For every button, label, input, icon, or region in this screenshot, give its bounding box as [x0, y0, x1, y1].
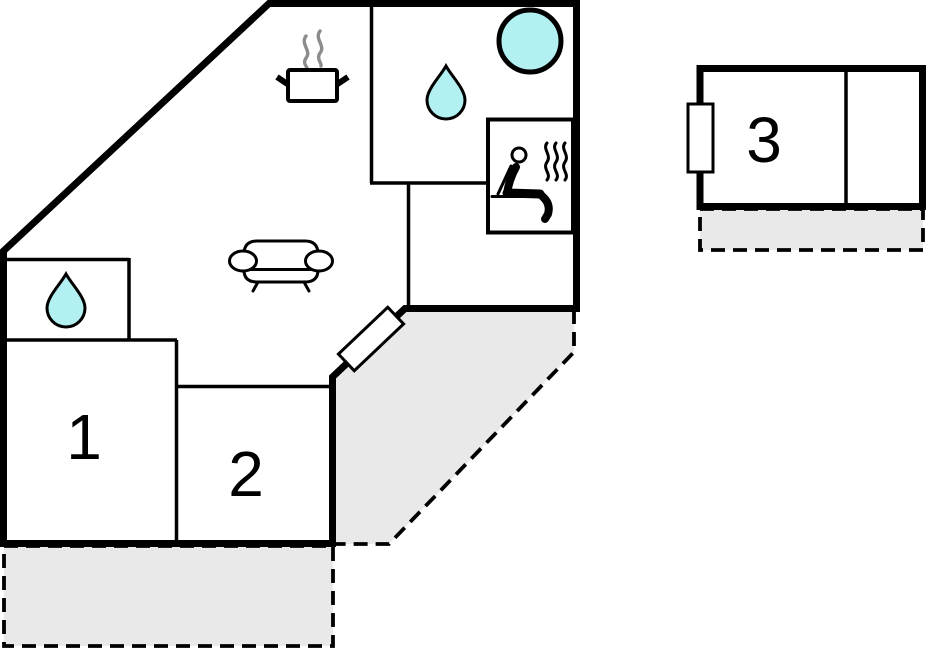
steam-icon: [316, 29, 324, 68]
sauna-room-box: [486, 117, 575, 235]
sauna-icon: [490, 141, 568, 223]
sofa-leg-right: [302, 280, 311, 293]
sauna-person-leg: [538, 192, 553, 223]
sauna-person-thigh: [502, 188, 545, 199]
hot-tub-icon: [496, 7, 564, 75]
heat-wave-icon: [544, 141, 550, 182]
terrace-area: [334, 310, 574, 544]
terrace-area: [4, 546, 333, 646]
terrace-annex: [698, 207, 925, 252]
terrace-area: [700, 209, 923, 250]
pot-body: [286, 68, 339, 103]
terrace-main-bottom: [2, 544, 335, 648]
heat-wave-icon: [553, 141, 559, 182]
steam-icon: [302, 34, 310, 71]
annex-building-outline: [696, 65, 926, 210]
terrace-main-right: [334, 310, 576, 546]
heat-wave-icon: [562, 141, 568, 182]
sofa-icon: [228, 239, 334, 293]
main-building-outline: [0, 0, 580, 547]
terrace-dashed-border: [335, 310, 576, 546]
door-annex: [686, 102, 715, 174]
sauna-person-arm: [496, 164, 513, 196]
stove-pot-icon: [275, 29, 350, 103]
door-main: [336, 305, 406, 373]
room-label-1: 1: [66, 401, 102, 473]
room-label-3: 3: [746, 104, 782, 176]
room-label-2: 2: [228, 438, 264, 510]
sofa-armrest-left: [228, 249, 258, 273]
sofa-leg-left: [251, 280, 260, 293]
sofa-armrest-right: [304, 249, 334, 273]
main-building-partitions: [4, 4, 489, 542]
sauna-person-head: [510, 146, 528, 164]
